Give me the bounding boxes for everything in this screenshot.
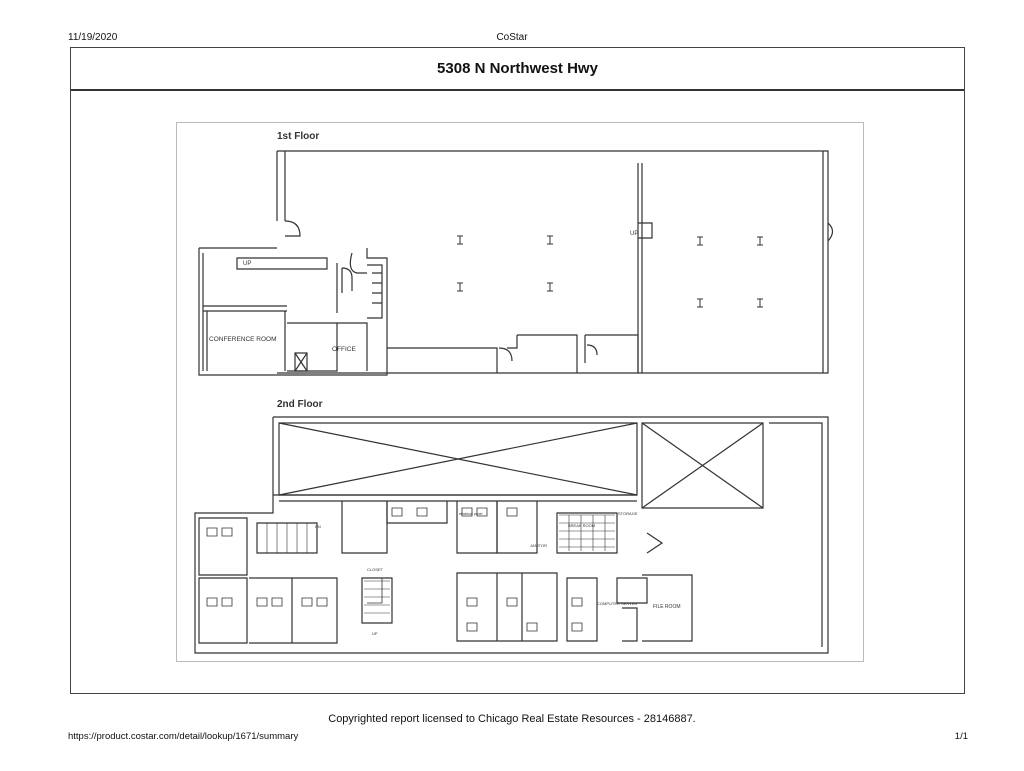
title-bar: 5308 N Northwest Hwy: [71, 48, 964, 91]
floor2-plan: [194, 416, 829, 654]
computer-server-label: COMPUTER SERVER: [597, 601, 637, 606]
conference-room-label: CONFERENCE ROOM: [209, 336, 277, 343]
floor1-heading: 1st Floor: [277, 131, 319, 142]
janitor-label: JANITOR: [530, 543, 547, 548]
storage-label: STORAGE: [618, 511, 638, 516]
up-label-west: UP: [243, 261, 251, 267]
up-label-east: UP: [630, 231, 638, 237]
source-url: https://product.costar.com/detail/lookup…: [68, 731, 299, 742]
office-label: OFFICE: [332, 346, 356, 353]
page-number: 1/1: [954, 731, 968, 742]
file-room-label: FILE ROOM: [653, 604, 681, 610]
floor1-plan: [198, 150, 834, 376]
electrical-label: electrical panel: [459, 512, 483, 516]
break-room-label: BREAK ROOM: [568, 523, 595, 528]
closet-label: CLOSET: [367, 567, 384, 572]
up-label-floor2: UP: [372, 631, 378, 636]
floorplan-drawing: 1st Floor 2nd Floor CONFERENCE ROOM OFFI…: [194, 131, 834, 654]
copyright-notice: Copyrighted report licensed to Chicago R…: [328, 713, 696, 725]
floorplan-image: 1st Floor 2nd Floor CONFERENCE ROOM OFFI…: [176, 122, 864, 662]
floor2-heading: 2nd Floor: [277, 399, 323, 410]
report-frame: 5308 N Northwest Hwy: [70, 47, 965, 694]
print-date: 11/19/2020: [68, 32, 118, 43]
dn-label: DN: [315, 524, 321, 529]
print-app-name: CoStar: [496, 32, 528, 43]
page-title: 5308 N Northwest Hwy: [437, 60, 598, 77]
